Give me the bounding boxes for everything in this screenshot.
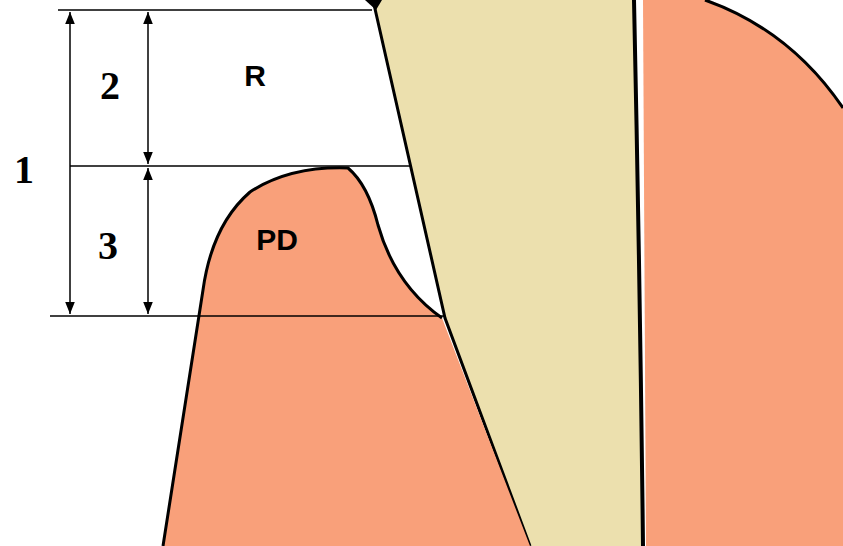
callout-number: 2 — [100, 66, 120, 106]
gingiva-pocket — [163, 168, 530, 546]
gingiva — [643, 0, 843, 546]
callout-number: 1 — [14, 150, 34, 190]
pocket-depth-label: PD — [256, 225, 298, 255]
callout-number: 3 — [98, 226, 118, 266]
recession-label: R — [244, 61, 266, 91]
